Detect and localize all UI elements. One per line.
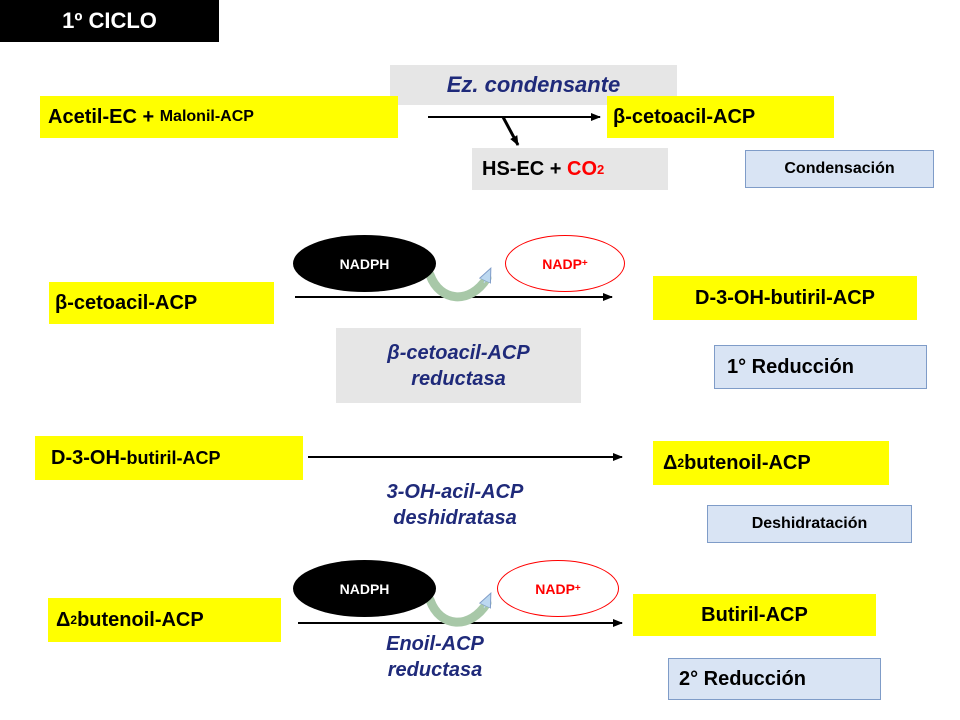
first-reduction-label: 1° Reducción xyxy=(714,345,927,389)
nadp-oval-1: NADP+ xyxy=(505,235,625,292)
byproduct-arrow xyxy=(501,116,520,146)
ketoacyl-reductase-enzyme: β-cetoacil-ACP reductasa xyxy=(336,328,581,403)
d3-oh-butyryl-acp-substrate: D-3-OH-butiril-ACP xyxy=(35,436,303,480)
nadp-oval-2: NADP+ xyxy=(497,560,619,617)
d3-oh-butyryl-acp-product: D-3-OH-butiril-ACP xyxy=(653,276,917,320)
beta-ketoacyl-acp-product: β-cetoacil-ACP xyxy=(607,96,834,138)
condensation-label: Condensación xyxy=(745,150,934,188)
second-reduction-label: 2° Reducción xyxy=(668,658,881,700)
nadph-oval-2: NADPH xyxy=(293,560,436,617)
hydroxyacyl-dehydratase-enzyme: 3-OH-acil-ACP deshidratasa xyxy=(386,481,524,529)
nadph-recycle-arrow-1 xyxy=(425,270,492,302)
cycle-title: 1º CICLO xyxy=(0,0,219,42)
nadph-recycle-arrow-2 xyxy=(425,595,492,627)
butyryl-acp-product: Butiril-ACP xyxy=(633,594,876,636)
acetyl-malonyl-substrates: Acetil-EC + Malonil-ACP xyxy=(40,96,398,138)
nadph-oval-1: NADPH xyxy=(293,235,436,292)
dehydration-label: Deshidratación xyxy=(707,505,912,543)
enoyl-acp-reductase-enzyme: Enoil-ACP reductasa xyxy=(386,633,484,681)
beta-ketoacyl-acp-substrate: β-cetoacil-ACP xyxy=(49,282,274,324)
